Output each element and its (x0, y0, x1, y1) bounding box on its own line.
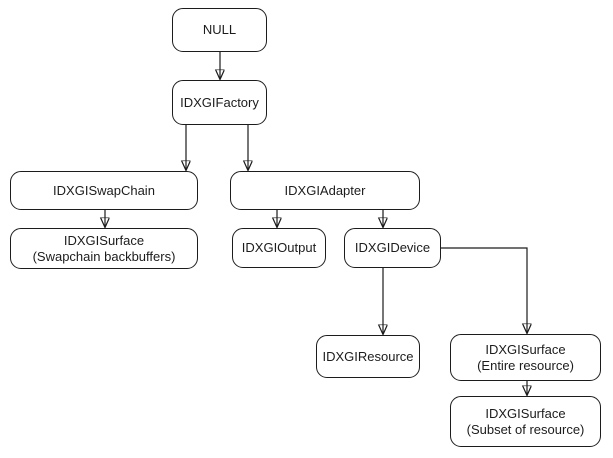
node-sublabel: (Swapchain backbuffers) (32, 248, 176, 264)
node-sublabel: (Subset of resource) (466, 421, 585, 437)
node-label: NULL (202, 22, 237, 37)
node-label: IDXGIFactory (180, 94, 259, 110)
node-idxgisurface-entire-resource: IDXGISurface (Entire resource) (450, 334, 601, 381)
node-label: IDXGISwapChain (53, 182, 155, 198)
node-label: IDXGISurface (485, 405, 566, 421)
node-label: IDXGISurface (485, 341, 566, 357)
node-idxgifactory: IDXGIFactory (172, 80, 267, 125)
node-label: IDXGISurface (63, 232, 145, 248)
node-label: IDXGIDevice (354, 240, 431, 255)
node-idxgioutput: IDXGIOutput (232, 228, 326, 268)
node-idxgiswapchain: IDXGISwapChain (10, 171, 198, 210)
node-idxgiadapter: IDXGIAdapter (230, 171, 420, 210)
node-null: NULL (172, 8, 267, 52)
node-idxgisurface-swapchain-backbuffers: IDXGISurface (Swapchain backbuffers) (10, 228, 198, 269)
node-sublabel: (Entire resource) (477, 357, 574, 373)
node-idxgisurface-subset-of-resource: IDXGISurface (Subset of resource) (450, 396, 601, 447)
node-label: IDXGIAdapter (284, 182, 366, 198)
node-label: IDXGIResource (322, 348, 414, 364)
node-label: IDXGIOutput (241, 240, 317, 255)
node-idxgiresource: IDXGIResource (316, 335, 420, 378)
edge-device-entire (441, 247, 527, 333)
node-idxgidevice: IDXGIDevice (344, 228, 441, 268)
